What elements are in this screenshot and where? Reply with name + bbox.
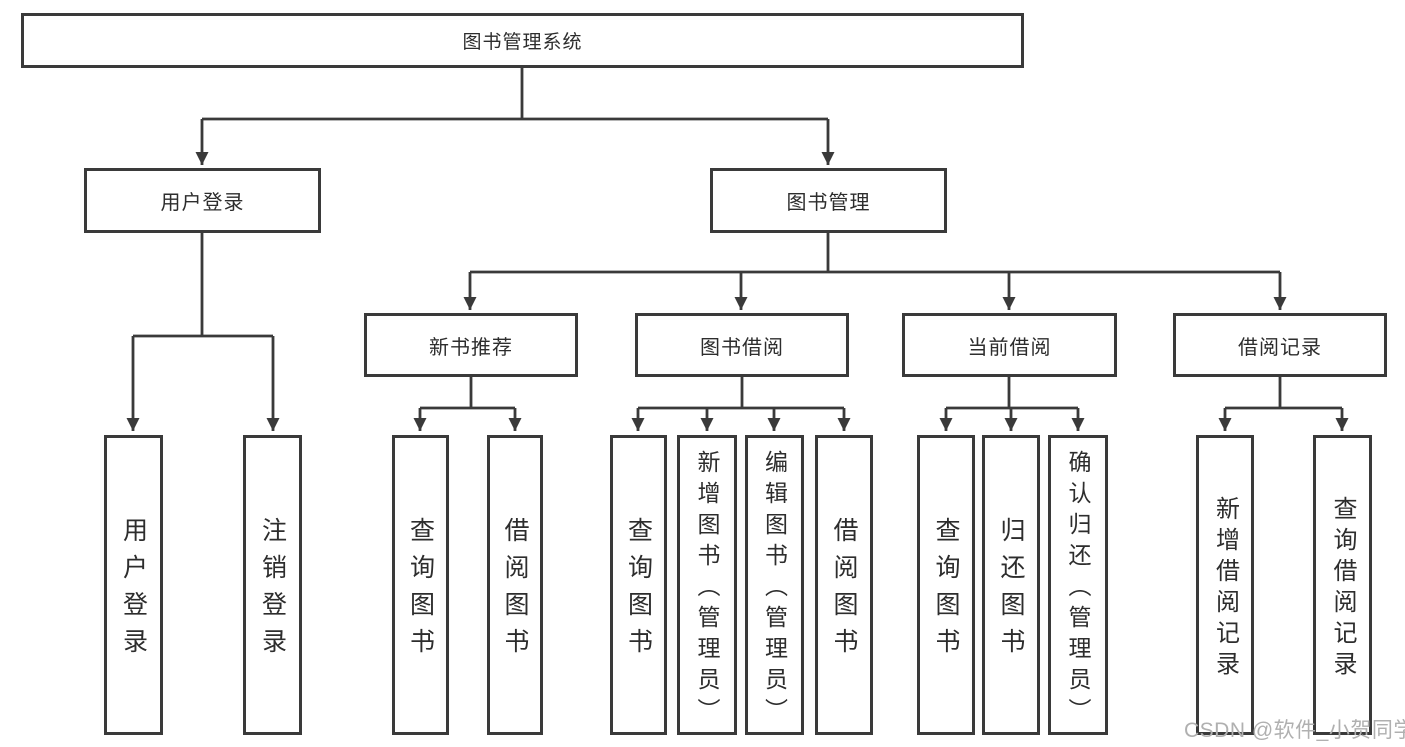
leaf-user-login-label: 用户登录 (119, 517, 148, 665)
node-book-borrow-label: 图书借阅 (700, 336, 784, 359)
connectors-current-borrow (939, 377, 1085, 431)
leaf-logout: 注销登录 (243, 435, 302, 735)
leaf-user-login: 用户登录 (104, 435, 163, 735)
node-borrow-records: 借阅记录 (1173, 313, 1387, 377)
leaf-query-books-recommend: 查询图书 (392, 435, 449, 735)
connectors-new-book-recommend (413, 377, 522, 431)
leaf-borrow-books-label: 借阅图书 (830, 517, 858, 665)
leaf-confirm-return-admin-label: 确认归还（管理员） (1065, 449, 1091, 729)
leaf-add-borrow-record-label: 新增借阅记录 (1211, 495, 1239, 682)
leaf-borrow-books-recommend: 借阅图书 (487, 435, 543, 735)
node-book-management-label: 图书管理 (786, 192, 871, 214)
leaf-borrow-books: 借阅图书 (815, 435, 873, 735)
leaf-return-books: 归还图书 (982, 435, 1040, 735)
leaf-return-books-label: 归还图书 (997, 517, 1025, 665)
connectors-book-borrow (631, 377, 851, 431)
connectors-root (195, 68, 835, 165)
node-borrow-records-label: 借阅记录 (1238, 336, 1322, 359)
node-user-login-label: 用户登录 (160, 192, 245, 214)
connectors-user-login (126, 233, 280, 431)
leaf-add-borrow-record: 新增借阅记录 (1196, 435, 1254, 735)
leaf-query-books-borrow-label: 查询图书 (624, 517, 653, 665)
node-book-borrow: 图书借阅 (635, 313, 849, 377)
leaf-add-books-admin-label: 新增图书（管理员） (694, 449, 720, 729)
leaf-logout-label: 注销登录 (258, 517, 287, 665)
node-root: 图书管理系统 (21, 13, 1024, 68)
node-book-management: 图书管理 (710, 168, 947, 233)
leaf-borrow-books-recommend-label: 借阅图书 (501, 517, 529, 665)
leaf-query-books-recommend-label: 查询图书 (406, 517, 435, 665)
leaf-query-borrow-record: 查询借阅记录 (1313, 435, 1372, 735)
node-current-borrow-label: 当前借阅 (967, 336, 1052, 359)
node-new-book-recommend-label: 新书推荐 (429, 336, 513, 359)
connectors-borrow-records (1218, 377, 1349, 431)
leaf-query-books-current: 查询图书 (917, 435, 975, 735)
leaf-query-borrow-record-label: 查询借阅记录 (1329, 495, 1356, 682)
leaf-add-books-admin: 新增图书（管理员） (677, 435, 737, 735)
leaf-query-books-borrow: 查询图书 (610, 435, 667, 735)
leaf-confirm-return-admin: 确认归还（管理员） (1048, 435, 1108, 735)
leaf-edit-books-admin: 编辑图书（管理员） (745, 435, 804, 735)
node-user-login: 用户登录 (84, 168, 321, 233)
leaf-edit-books-admin-label: 编辑图书（管理员） (761, 449, 788, 729)
node-root-label: 图书管理系统 (462, 32, 583, 53)
leaf-query-books-current-label: 查询图书 (932, 517, 960, 665)
node-current-borrow: 当前借阅 (902, 313, 1117, 377)
csdn-watermark: CSDN @软件_小贺同学 (1184, 719, 1405, 742)
node-new-book-recommend: 新书推荐 (364, 313, 578, 377)
connectors-book-management (463, 233, 1287, 310)
